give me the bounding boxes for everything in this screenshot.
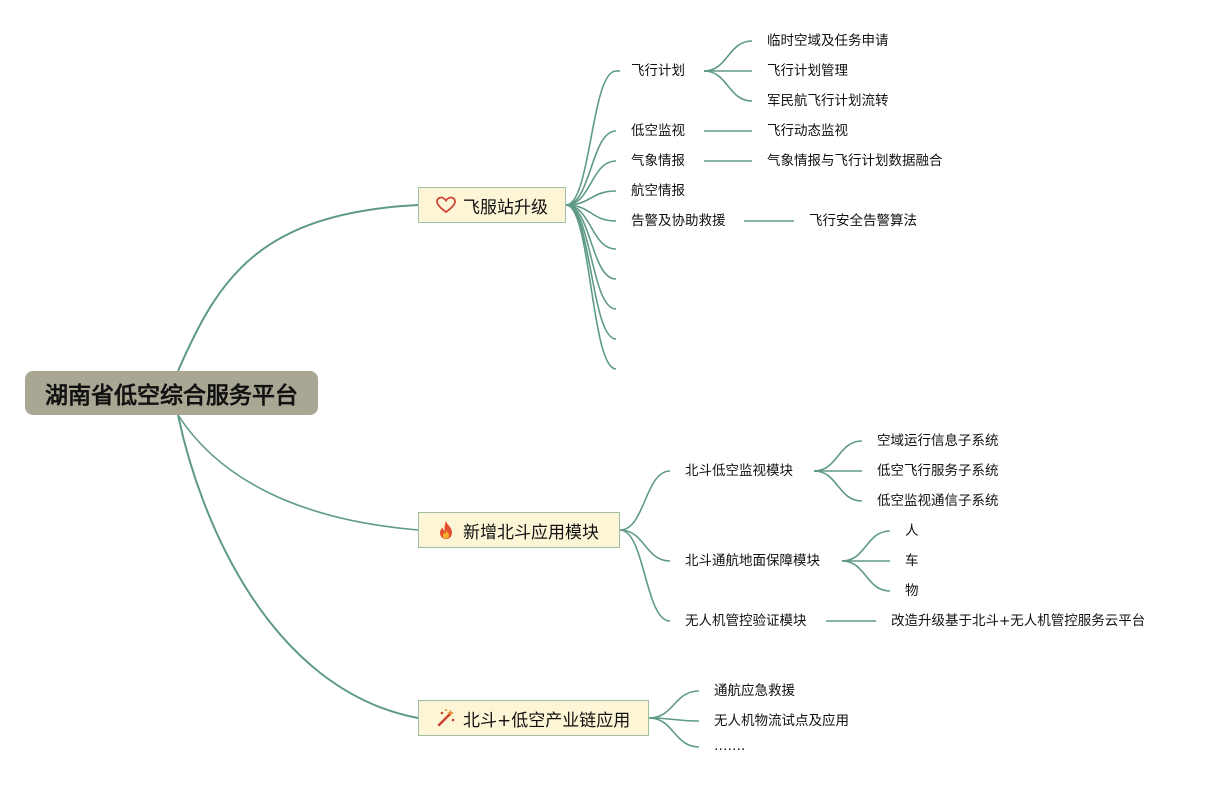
branch-label: 北斗+低空产业链应用	[463, 710, 631, 731]
subtopic-node[interactable]: 低空监视通信子系统	[877, 493, 999, 509]
topic-node[interactable]: 无人机管控验证模块	[685, 613, 807, 629]
subtopic-node[interactable]: 气象情报与飞行计划数据融合	[767, 153, 943, 169]
fire-icon	[435, 519, 457, 541]
magic-wand-icon	[435, 707, 457, 729]
root-to-branch-line	[177, 414, 419, 719]
branch-node-flight-service[interactable]: 飞服站升级	[418, 187, 566, 223]
root-to-branch-line	[177, 204, 419, 372]
branch-fan-line	[565, 160, 617, 206]
root-label: 湖南省低空综合服务平台	[45, 383, 298, 409]
subtopic-line	[841, 530, 891, 562]
topic-node[interactable]: 通航应急救援	[714, 683, 795, 699]
branch-fan-line	[648, 690, 700, 719]
topic-node[interactable]: 北斗通航地面保障模块	[685, 553, 820, 569]
subtopic-node[interactable]: 空域运行信息子系统	[877, 433, 999, 449]
subtopic-node[interactable]: 物	[905, 583, 919, 599]
branch-fan-line	[619, 529, 671, 562]
subtopic-node[interactable]: 人	[905, 523, 919, 539]
subtopic-node[interactable]: 军民航飞行计划流转	[767, 93, 889, 109]
subtopic-line	[703, 40, 753, 72]
topic-node[interactable]: 北斗低空监视模块	[685, 463, 793, 479]
branch-node-beidou-modules[interactable]: 新增北斗应用模块	[418, 512, 620, 548]
topic-node[interactable]: 飞行计划	[631, 63, 685, 79]
topic-node[interactable]: 航空情报	[631, 183, 685, 199]
branch-fan-line	[565, 130, 617, 206]
subtopic-line	[813, 440, 863, 472]
subtopic-node[interactable]: 车	[905, 553, 919, 569]
branch-fan-line	[565, 204, 617, 340]
subtopic-node[interactable]: 飞行安全告警算法	[809, 213, 917, 229]
branch-label: 新增北斗应用模块	[463, 522, 599, 543]
root-to-branch-line	[177, 414, 419, 531]
topic-node[interactable]: 气象情报	[631, 153, 685, 169]
subtopic-node[interactable]: 飞行计划管理	[767, 63, 848, 79]
subtopic-node[interactable]: 低空飞行服务子系统	[877, 463, 999, 479]
branch-label: 飞服站升级	[463, 197, 548, 218]
subtopic-node[interactable]: 临时空域及任务申请	[767, 33, 889, 49]
branch-fan-line	[565, 204, 617, 370]
subtopic-line	[703, 70, 753, 102]
branch-node-industry-chain[interactable]: 北斗+低空产业链应用	[418, 700, 649, 736]
branch-fan-line	[648, 717, 700, 748]
subtopic-line	[841, 560, 891, 592]
subtopic-line	[813, 470, 863, 502]
branch-fan-line	[619, 529, 671, 622]
subtopic-node[interactable]: 改造升级基于北斗+无人机管控服务云平台	[891, 613, 1146, 629]
heart-icon	[435, 194, 457, 216]
root-node[interactable]: 湖南省低空综合服务平台	[25, 371, 318, 415]
topic-node[interactable]: 低空监视	[631, 123, 685, 139]
branch-fan-line	[565, 70, 617, 206]
subtopic-node[interactable]: 飞行动态监视	[767, 123, 848, 139]
topic-node[interactable]: 告警及协助救援	[631, 213, 726, 229]
topic-node[interactable]: 无人机物流试点及应用	[714, 713, 849, 729]
branch-fan-line	[619, 470, 671, 531]
topic-node[interactable]: …….	[714, 738, 746, 754]
